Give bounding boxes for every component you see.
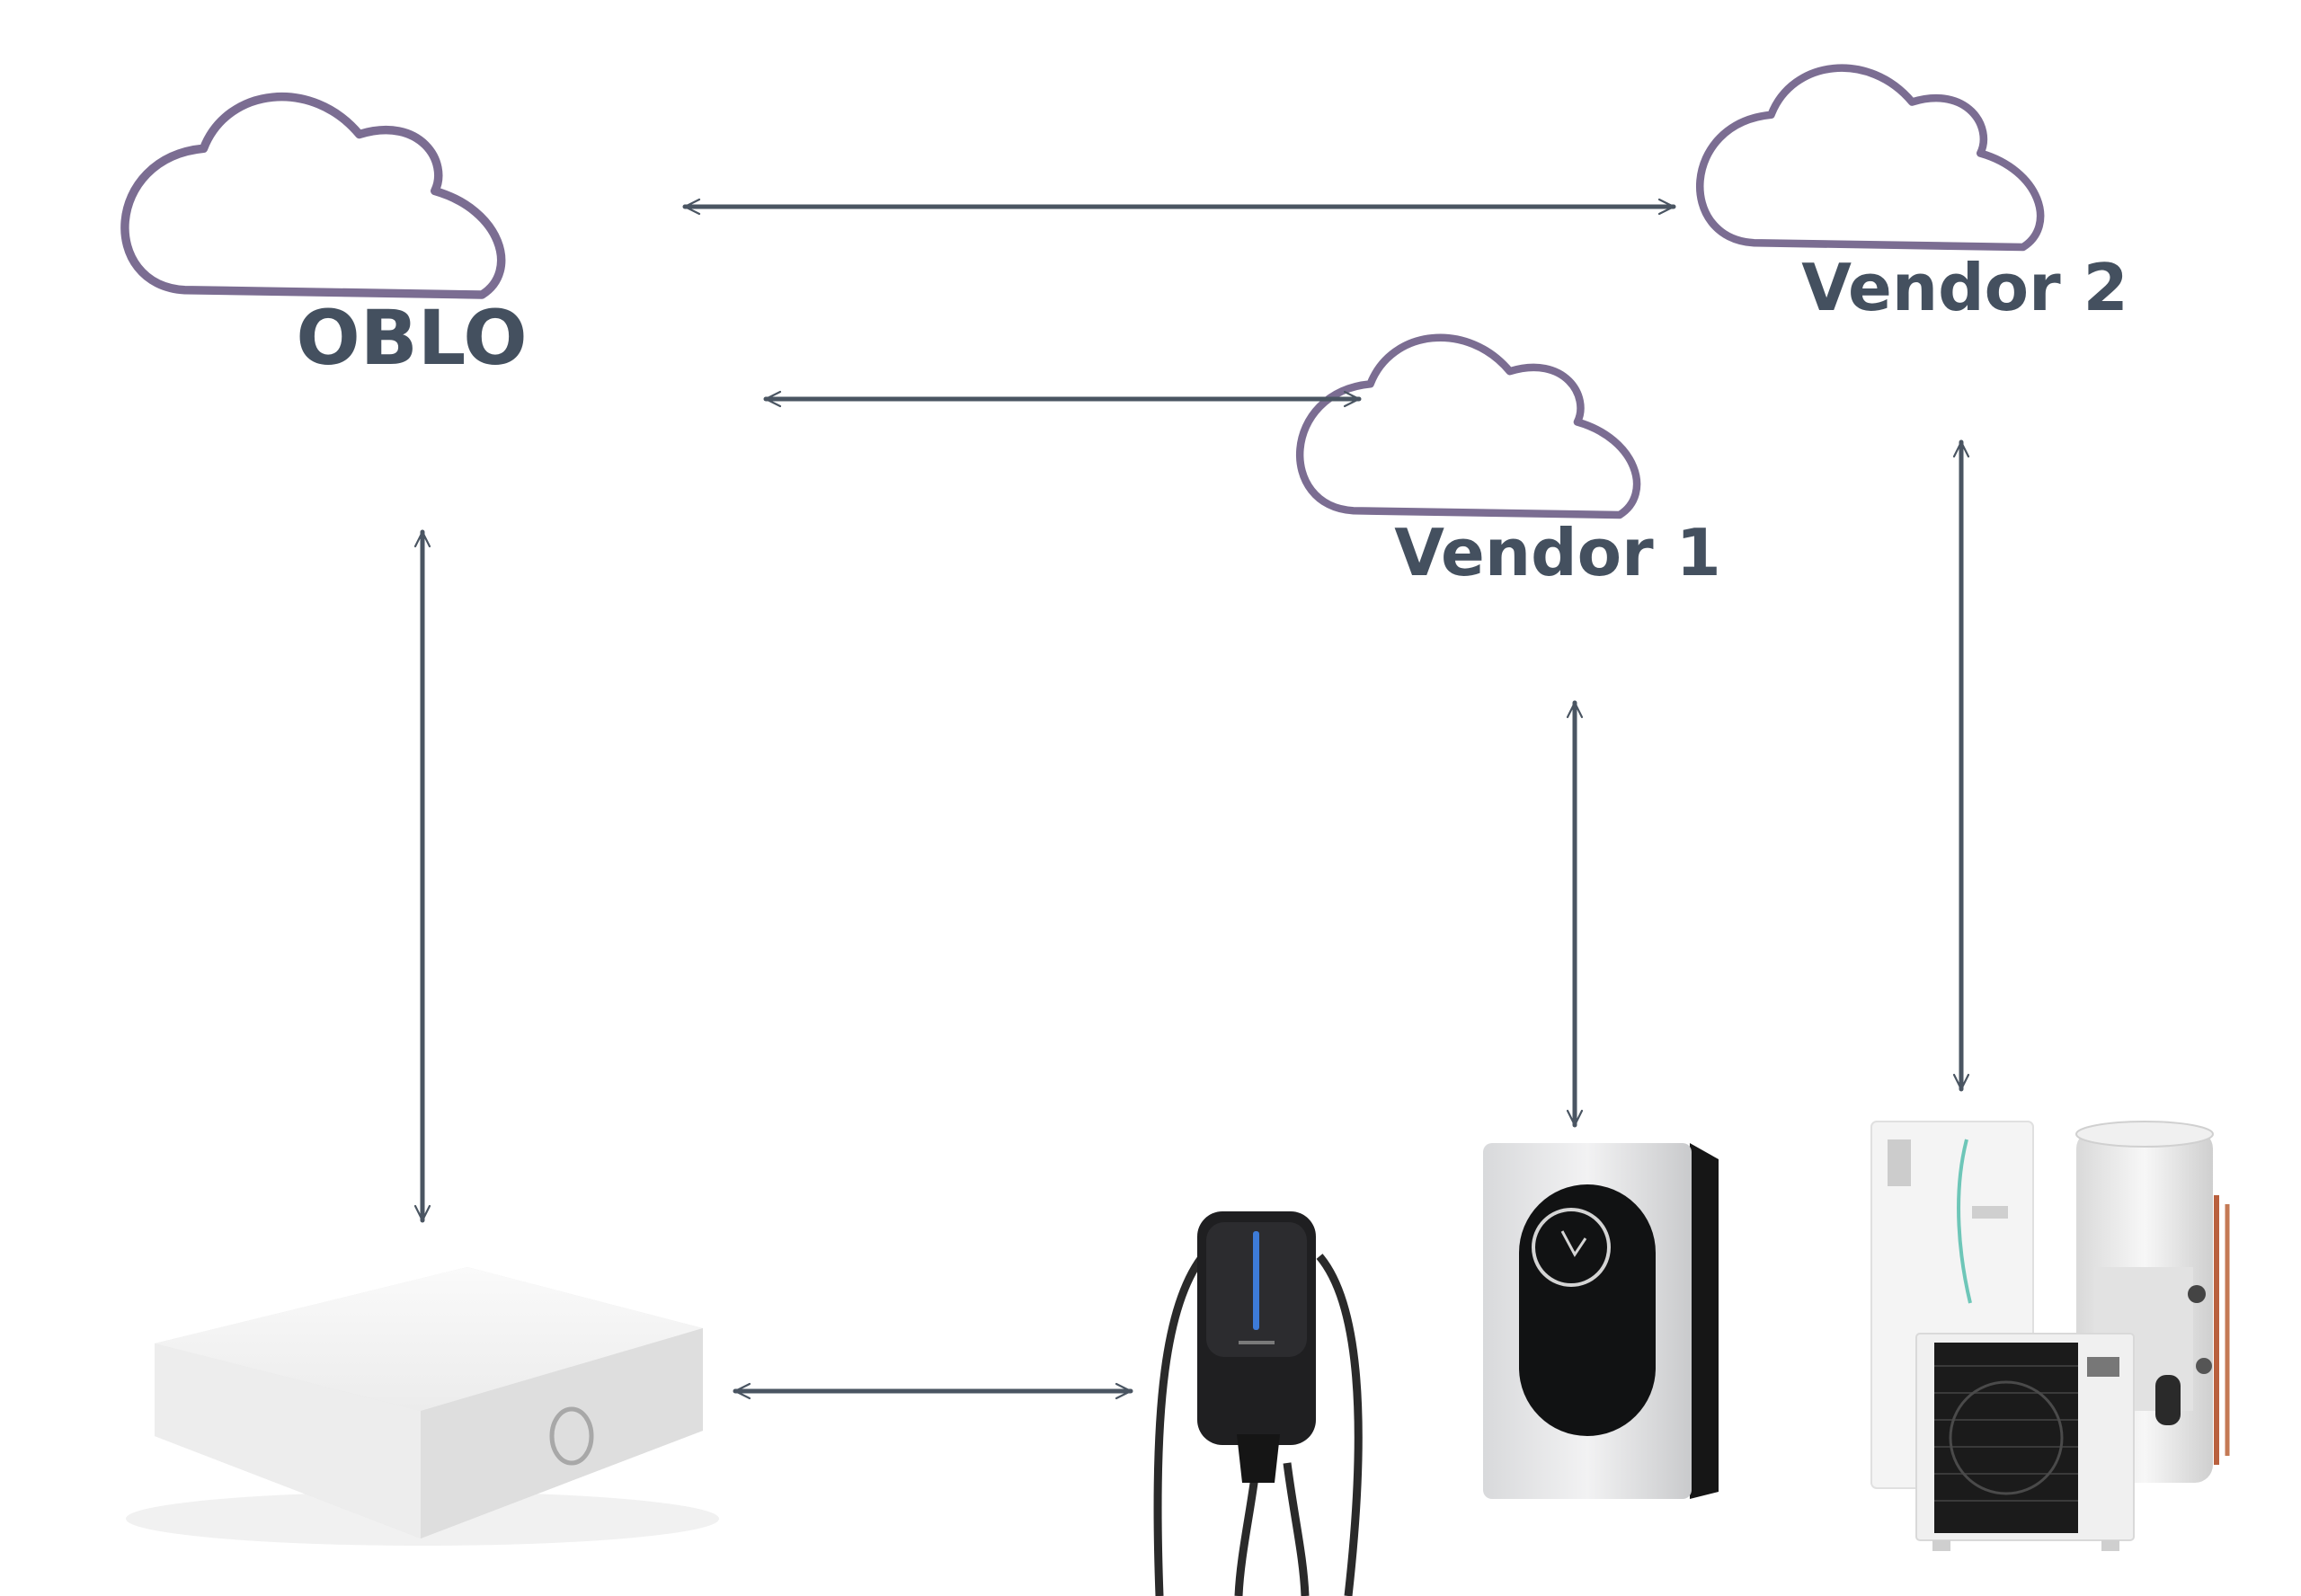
oblo-cloud (120, 92, 506, 299)
ev-charger-icon (1153, 1211, 1363, 1596)
heat-pump-system-icon (1870, 1121, 2230, 1551)
vendor2-cloud (1696, 64, 2045, 252)
vendor1-cloud-label: Vendor 1 (1394, 515, 1721, 590)
vendor1-cloud (1296, 333, 1641, 519)
vendor2-cloud-label: Vendor 2 (1801, 250, 2128, 325)
oblo-cloud-label: OBLO (296, 294, 527, 382)
hub-icon (126, 1267, 719, 1546)
wall-unit-icon (1483, 1143, 1719, 1499)
